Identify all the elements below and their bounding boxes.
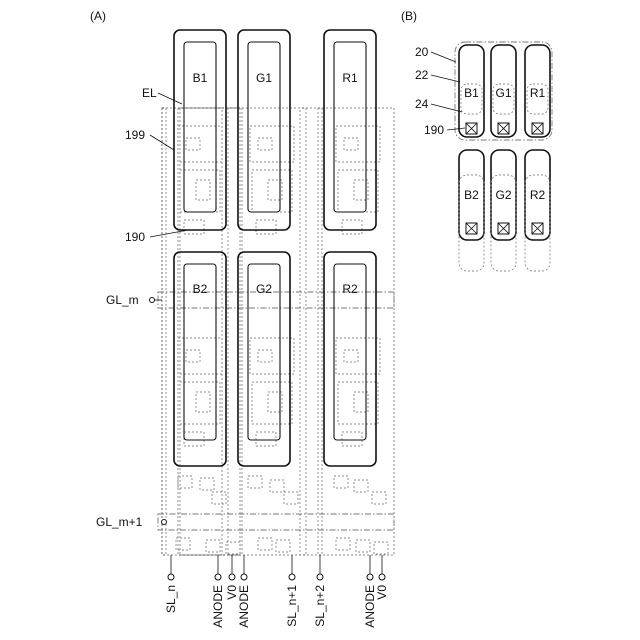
callout-24: 24 [415,97,429,111]
small-block [200,478,214,490]
contact-block [258,138,272,150]
small-block [258,538,272,550]
panel-b-label-bottom: B2 [464,188,479,202]
callout-gl-m: GL_m [106,293,139,307]
el-inner-top [184,42,216,212]
callout-20: 20 [415,45,429,59]
small-block [248,476,262,488]
el-inner-top [248,42,280,212]
callout-gl-m1: GL_m+1 [96,515,143,529]
via-block [184,432,204,446]
contact-block [186,138,200,150]
small-block [334,476,348,488]
column-strip [166,108,178,555]
capacitor-block [180,382,220,424]
terminal-label: ANODE [211,585,225,628]
column-strip [322,108,394,555]
via-block [342,220,362,234]
terminal-circle [241,574,247,580]
pixel-label-b1: B1 [193,71,208,85]
contact-block [186,350,200,362]
leader-line [431,52,456,62]
gate-line-band [158,514,394,530]
via-block [342,432,362,446]
small-block [270,480,284,492]
column-strip [306,108,318,555]
small-block [356,540,370,552]
contact-block [344,138,358,150]
callout-199: 199 [125,128,145,142]
pixel-label-r2: R2 [342,282,358,296]
panel-b-label-top: R1 [530,86,546,100]
capacitor-block [180,170,220,212]
panel-labels: (A) (B) [90,9,417,23]
terminal-label: SL_n+1 [285,585,299,627]
dotted-region [162,108,394,555]
pixel-label-g1: G1 [256,71,272,85]
leader-line [150,230,188,237]
small-block [354,480,368,492]
terminal-circle [168,574,174,580]
small-block [206,540,220,552]
terminal-circle [317,574,323,580]
panel-b-label-bottom: G2 [495,188,511,202]
gl-m-terminal [150,298,155,303]
terminal-circle [229,574,235,580]
contact-block [344,350,358,362]
pixel-label-b2: B2 [193,282,208,296]
panel-a-bottom-terminals: SL_nANODEV0ANODESL_n+1SL_n+2ANODEV0 [164,555,389,628]
el-inner-top [334,42,366,212]
via-block [256,432,276,446]
small-block [212,492,226,504]
capacitor-block [338,170,378,212]
panel-a-el-outlines: B1B2 G1G2 R1R2 [174,30,376,466]
contact-block [258,350,272,362]
terminal-label: ANODE [237,585,251,628]
via-block [256,220,276,234]
via-block [184,220,204,234]
capacitor-block [338,382,378,424]
callout-190: 190 [424,123,444,137]
callout-22: 22 [415,68,429,82]
terminal-circle [367,574,373,580]
terminal-circle [289,574,295,580]
pixel-label-g2: G2 [256,282,272,296]
panel-b-label-top: B1 [464,86,479,100]
panel-a-circuitry [158,108,394,555]
leader-line [447,128,465,130]
small-block [284,492,298,504]
terminal-circle [215,574,221,580]
leader-line [431,104,462,112]
contact-block [196,180,210,200]
terminal-label: SL_n [164,585,178,613]
contact-block [196,392,210,412]
capacitor-block [252,170,292,212]
panel-b-label-bottom: R2 [530,188,546,202]
terminal-label: V0 [375,585,389,600]
terminal-label: SL_n+2 [313,585,327,627]
gl-m1-terminal [162,520,167,525]
leader-line [158,93,182,104]
leader-line [431,75,460,82]
terminal-circle [379,574,385,580]
callout-190: 190 [125,230,145,244]
panel-b: B1 G1 R1B2 G2 R2 20 22 24 190 [415,42,552,271]
pixel-label-r1: R1 [342,71,358,85]
small-block [374,542,388,554]
panel-b-label: (B) [401,9,417,23]
panel-b-label-top: G1 [495,86,511,100]
callout-el: EL [142,86,157,100]
capacitor-block [252,382,292,424]
small-block [276,540,290,552]
small-block [336,538,350,550]
small-block [372,492,386,504]
panel-a-label: (A) [90,9,106,23]
